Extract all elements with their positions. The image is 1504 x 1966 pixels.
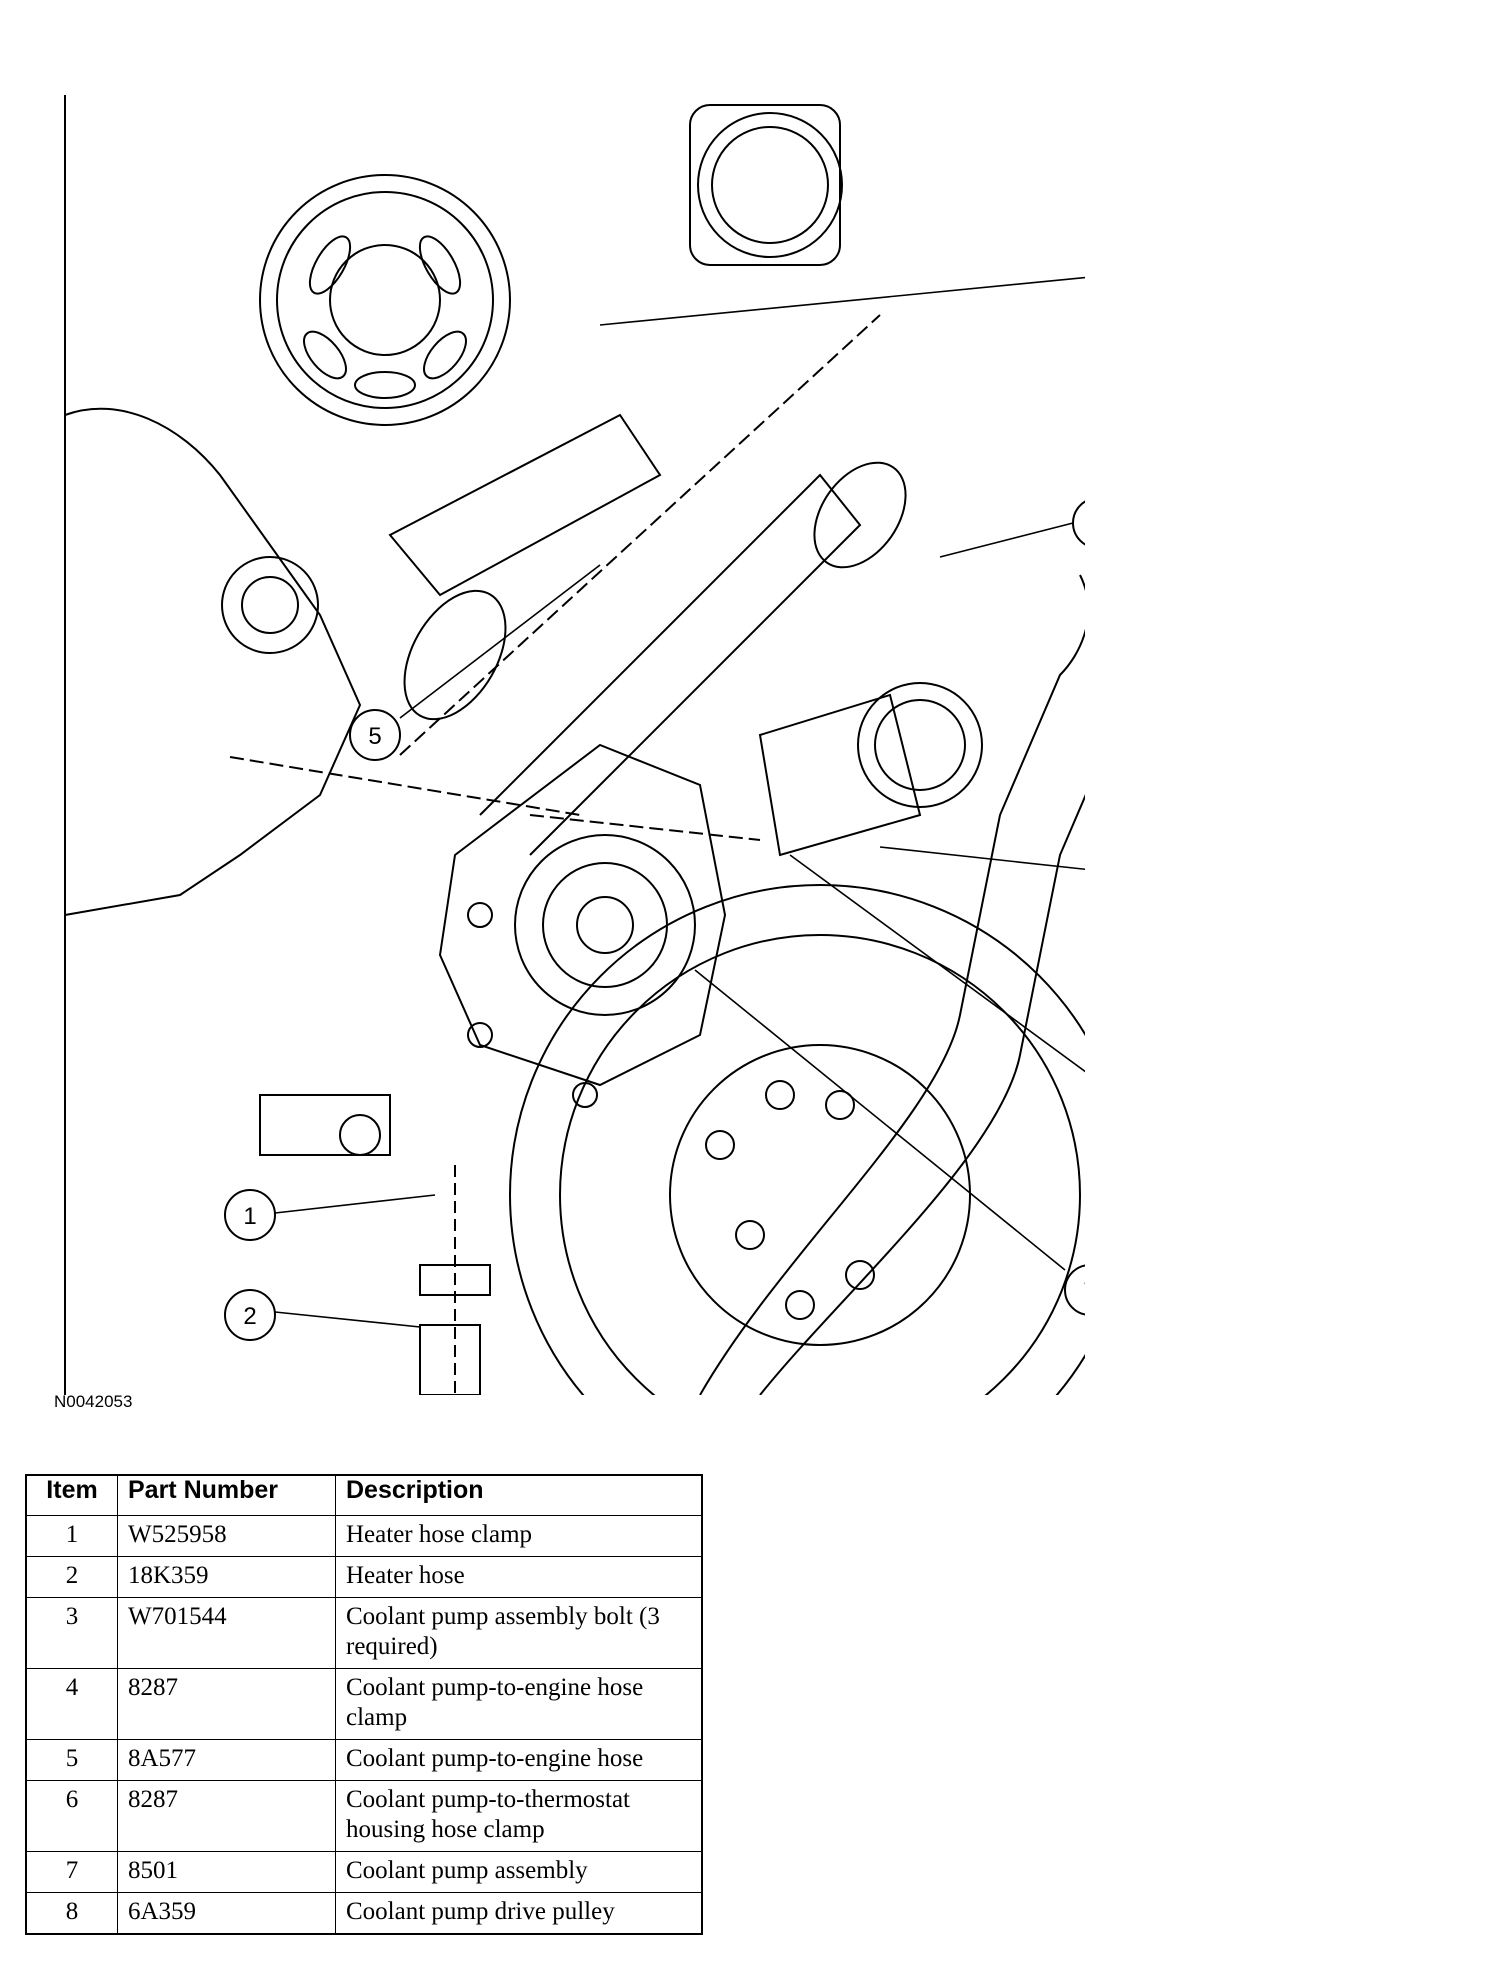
callout-7: 7 [1064,1264,1085,1316]
cell-item: 2 [25,1556,118,1598]
cell-part-number: 8A577 [117,1739,336,1781]
parts-table: Item Part Number Description 1 W525958 H… [25,1474,703,1935]
cell-part-number: W525958 [117,1515,336,1557]
callout-1: 1 [224,1189,276,1241]
cell-item: 8 [25,1892,118,1935]
cell-item: 6 [25,1780,118,1852]
table-row: 6 8287 Coolant pump-to-thermostat housin… [25,1780,703,1852]
callout-label: 7 [1083,1278,1085,1305]
callout-label: 2 [243,1303,256,1330]
table-row: 5 8A577 Coolant pump-to-engine hose [25,1739,703,1781]
cell-part-number: 8287 [117,1780,336,1852]
callout-label: 5 [368,723,381,750]
cell-description: Coolant pump-to-engine hose clamp [335,1668,703,1740]
cell-description: Heater hose [335,1556,703,1598]
table-row: 3 W701544 Coolant pump assembly bolt (3 … [25,1597,703,1669]
cell-part-number: 18K359 [117,1556,336,1598]
cell-part-number: W701544 [117,1597,336,1669]
cell-item: 1 [25,1515,118,1557]
header-description: Description [335,1474,703,1516]
table-row: 2 18K359 Heater hose [25,1556,703,1598]
table-row: 8 6A359 Coolant pump drive pulley [25,1892,703,1935]
table-row: 1 W525958 Heater hose clamp [25,1515,703,1557]
cell-item: 5 [25,1739,118,1781]
callout-5: 5 [349,709,401,761]
callout-2: 2 [224,1289,276,1341]
cell-description: Coolant pump-to-engine hose [335,1739,703,1781]
cell-part-number: 8287 [117,1668,336,1740]
cell-description: Coolant pump assembly [335,1851,703,1893]
cell-item: 4 [25,1668,118,1740]
table-header-row: Item Part Number Description [25,1474,703,1516]
callout-4: 4 [1072,500,1085,546]
cell-item: 3 [25,1597,118,1669]
callout-label: 1 [243,1203,256,1230]
cell-part-number: 8501 [117,1851,336,1893]
cell-part-number: 6A359 [117,1892,336,1935]
header-part-number: Part Number [117,1474,336,1516]
cell-description: Coolant pump-to-thermostat housing hose … [335,1780,703,1852]
engine-exploded-diagram: 8 4 5 6 3 7 1 2 [60,95,1085,1395]
table-row: 7 8501 Coolant pump assembly [25,1851,703,1893]
callout-leaders [274,276,1085,1328]
header-item: Item [25,1474,118,1516]
cell-description: Heater hose clamp [335,1515,703,1557]
figure-id-label: N0042053 [54,1392,133,1411]
cell-description: Coolant pump assembly bolt (3 required) [335,1597,703,1669]
table-row: 4 8287 Coolant pump-to-engine hose clamp [25,1668,703,1740]
cell-item: 7 [25,1851,118,1893]
engine-line-art [64,95,1085,1395]
cell-description: Coolant pump drive pulley [335,1892,703,1935]
